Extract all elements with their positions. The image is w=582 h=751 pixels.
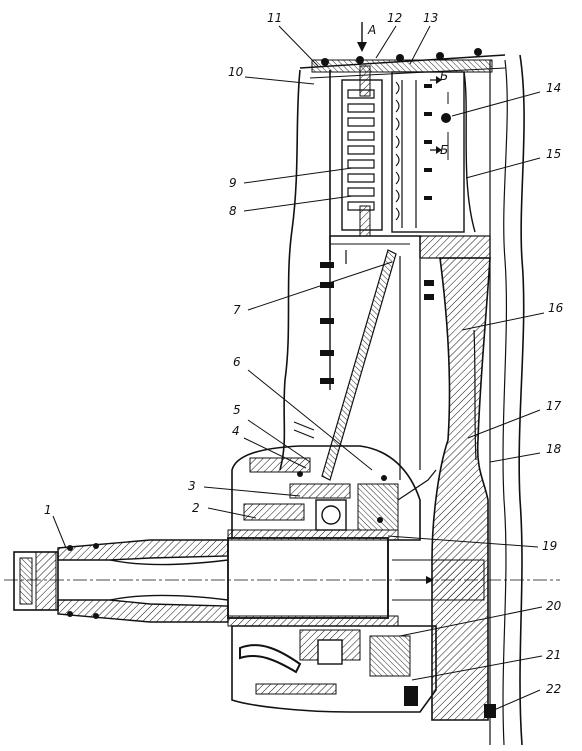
leader-lines [52,25,545,711]
support-cone [320,236,434,481]
main-shaft [227,529,485,627]
callout-16: 16 [548,301,564,315]
callout-7: 7 [233,303,241,317]
callout-22: 22 [546,682,561,696]
callout-15: 15 [546,147,561,161]
callout-2: 2 [192,501,200,515]
callout-19: 19 [542,539,557,553]
input-shaft [13,539,229,623]
callout-5: 5 [233,403,241,417]
rotor-blade-row [391,71,476,233]
lower-bearing-housing [231,625,496,718]
callout-9: 9 [229,176,237,190]
callout-1: 1 [44,503,52,517]
view-marker-label: A [367,23,376,37]
callout-18: 18 [546,442,562,456]
disc-rim [330,235,491,259]
top-flange [311,48,493,73]
nozzle-vane-stack [341,65,383,237]
callout-14: 14 [546,81,561,95]
callout-17: 17 [546,399,562,413]
callout-6: 6 [233,355,241,369]
callout-21: 21 [546,648,561,662]
callout-20: 20 [546,599,562,613]
callout-8: 8 [229,204,237,218]
bearing-housing [231,445,437,541]
callout-3: 3 [188,479,196,493]
callout-12: 12 [387,11,402,25]
callout-4: 4 [232,424,240,438]
callout-10: 10 [228,65,244,79]
callout-11: 11 [267,11,282,25]
view-arrow: A [357,22,376,52]
callout-13: 13 [423,11,438,25]
section-mark-top: Б [440,69,448,83]
section-mark-bottom: Б [440,143,448,157]
turbine-disc [431,257,491,721]
flow-arrows [293,250,347,439]
callout-labels: 1 2 3 4 5 6 7 8 9 10 11 12 13 14 15 16 1… [44,11,564,696]
